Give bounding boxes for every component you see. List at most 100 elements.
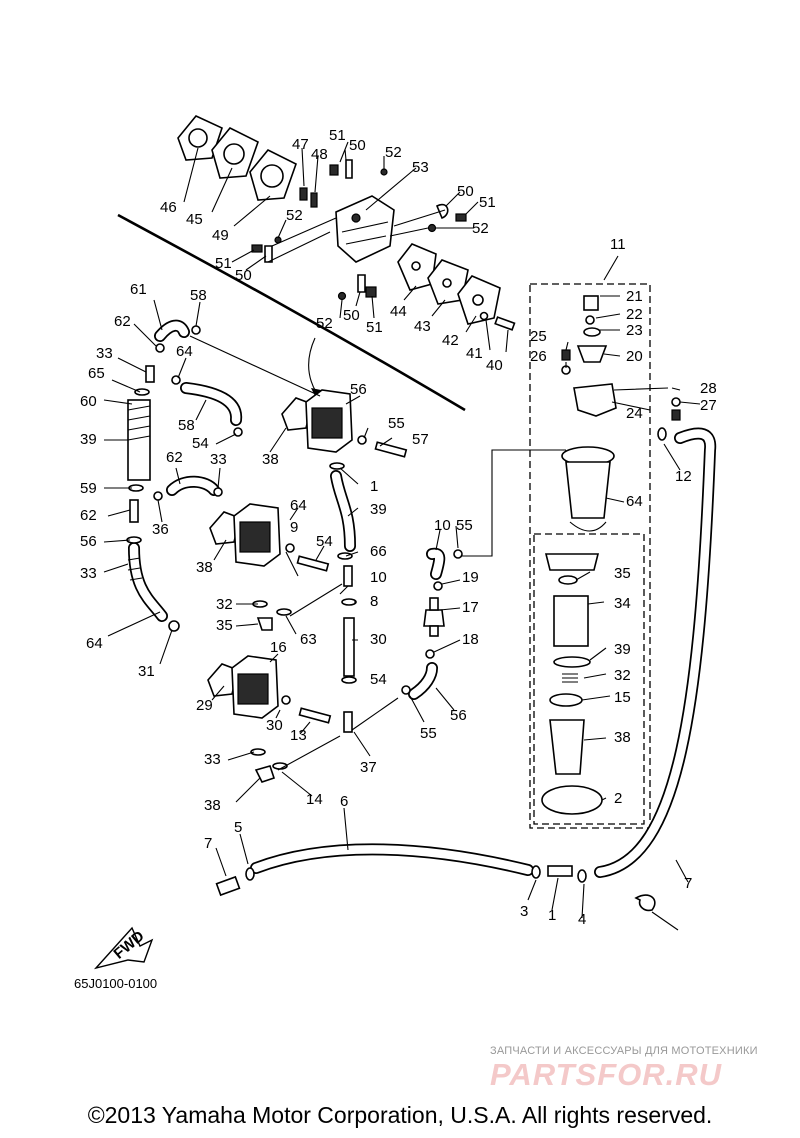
callout: 57 <box>412 431 429 448</box>
callout: 14 <box>306 791 323 808</box>
callout: 38 <box>614 729 631 746</box>
hose-31 <box>343 617 355 677</box>
callout: 34 <box>614 595 631 612</box>
callout: 30 <box>370 631 387 648</box>
connection-line-b <box>289 583 343 617</box>
center-hose-assembly <box>189 335 566 783</box>
valve-50-c <box>264 245 273 263</box>
fuel-connectors <box>215 427 667 912</box>
fuel-pump-39-top <box>281 389 408 458</box>
hose-29-inner <box>409 663 437 699</box>
callout: 15 <box>614 689 631 706</box>
filter-8 <box>423 609 445 627</box>
bolt-55-bottom <box>298 707 332 724</box>
callout: 17 <box>462 599 479 616</box>
callout: 20 <box>626 348 643 365</box>
cover-42-hole <box>472 294 484 306</box>
fwd-arrow-shape <box>93 926 154 970</box>
callout: 58 <box>190 287 207 304</box>
bolt-27 <box>671 409 681 421</box>
hose-9-inner <box>427 549 444 579</box>
callout: 62 <box>114 313 131 330</box>
callout: 35 <box>614 565 631 582</box>
watermark-subtitle: ЗАПЧАСТИ И АКСЕССУАРЫ ДЛЯ МОТОТЕХНИКИ <box>490 1045 758 1057</box>
callout: 46 <box>160 199 177 216</box>
seal-18 <box>553 656 591 668</box>
screw-51-c <box>251 244 263 253</box>
clip-38-c <box>250 748 266 756</box>
callout: 50 <box>457 183 474 200</box>
valve-50-a <box>345 159 353 179</box>
callout: 63 <box>300 631 317 648</box>
sleeve-66-ribs <box>127 557 143 581</box>
washer-28 <box>671 397 681 407</box>
callout: 10 <box>434 517 451 534</box>
washer-56-bottom <box>281 695 291 705</box>
clip-1-bottom <box>577 869 587 883</box>
callout: 62 <box>166 449 183 466</box>
callout-numbers: 51 50 47 48 52 53 50 51 52 46 45 49 52 5… <box>80 127 717 928</box>
callout: 54 <box>192 435 209 452</box>
filter-12-arrow <box>569 521 607 532</box>
callout: 66 <box>370 543 387 560</box>
leader-lines <box>103 141 701 931</box>
callout: 37 <box>360 759 377 776</box>
connection-line-d <box>462 449 566 557</box>
gasket-45-hole <box>223 143 245 165</box>
sleeve-65-ribs <box>127 405 151 441</box>
callout: 52 <box>472 220 489 237</box>
gasket-44-hole <box>411 261 421 271</box>
valve-50-d <box>357 274 366 293</box>
filter-8-top <box>429 597 439 611</box>
clip-62-d <box>153 491 163 501</box>
sleeve-60 <box>127 399 151 481</box>
callout: 50 <box>349 137 366 154</box>
callout: 30 <box>266 717 283 734</box>
cup-13 <box>549 719 585 775</box>
element-17 <box>553 595 589 647</box>
callout: 1 <box>370 478 378 495</box>
callout: 65 <box>88 365 105 382</box>
bolt-55-top <box>374 441 408 458</box>
bolt-25 <box>561 349 571 361</box>
joint-34 <box>256 617 273 631</box>
fuel-filter-assembly <box>533 295 681 825</box>
callout: 64 <box>290 497 307 514</box>
connection-line-a <box>277 697 399 771</box>
hose-36-inner <box>331 471 355 551</box>
callout: 19 <box>462 569 479 586</box>
fuel-pump-39-bottom <box>207 655 332 724</box>
o-ring-19 <box>558 575 578 585</box>
callout: 64 <box>626 493 643 510</box>
callout: 29 <box>196 697 213 714</box>
callout: 43 <box>414 318 431 335</box>
divider-arrow-line <box>308 337 317 393</box>
screw-51-d <box>365 286 377 298</box>
bolt-40 <box>494 316 516 331</box>
callout: 38 <box>262 451 279 468</box>
callout: 7 <box>204 835 212 852</box>
connection-line-c <box>189 335 321 397</box>
callout: 47 <box>292 136 309 153</box>
callout: 52 <box>286 207 303 224</box>
callout: 56 <box>450 707 467 724</box>
clip-7-right <box>531 865 541 879</box>
clip-64-a <box>134 388 150 396</box>
callout: 25 <box>530 328 547 345</box>
hose-5-inner <box>595 429 715 877</box>
pump-body-53-port <box>351 213 361 223</box>
callout: 23 <box>626 322 643 339</box>
callout: 39 <box>370 501 387 518</box>
callout: 1 <box>548 907 556 924</box>
washer-52-b <box>427 223 437 233</box>
divider-arrow-head <box>311 388 321 398</box>
clip-7-left <box>245 867 255 881</box>
pump-39-top-body <box>311 407 343 439</box>
callout: 62 <box>80 507 97 524</box>
clip-62-b <box>191 325 201 335</box>
callout: 38 <box>196 559 213 576</box>
callout: 24 <box>626 405 643 422</box>
callout: 52 <box>385 144 402 161</box>
hose-61-inner <box>155 321 189 341</box>
